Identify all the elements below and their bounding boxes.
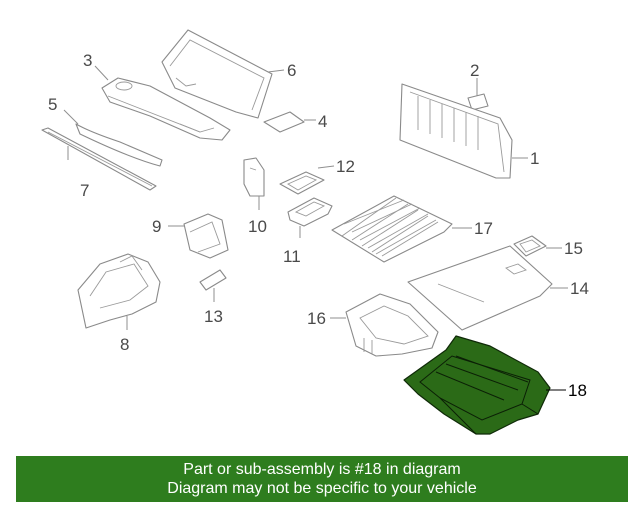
callout-5: 5: [48, 95, 57, 114]
part-13-plate[interactable]: [199, 269, 227, 291]
callout-9: 9: [152, 217, 161, 236]
part-1-trim-panel[interactable]: [399, 83, 513, 179]
part-17-cargo-net[interactable]: [331, 195, 453, 263]
part-2-clip[interactable]: [467, 93, 489, 111]
callout-16: 16: [307, 309, 326, 328]
callout-12: 12: [336, 157, 355, 176]
info-banner: Part or sub-assembly is #18 in diagram D…: [16, 456, 628, 502]
callout-3: 3: [83, 51, 92, 70]
callout-14: 14: [570, 279, 589, 298]
callout-18: 18: [568, 381, 587, 400]
part-12-cover-plate[interactable]: [279, 171, 325, 195]
part-11-storage-cup[interactable]: [287, 197, 333, 227]
callout-17: 17: [474, 219, 493, 238]
callout-13: 13: [204, 307, 223, 326]
part-10-bracket[interactable]: [243, 157, 265, 197]
part-8-side-trim[interactable]: [77, 253, 161, 329]
callout-8: 8: [120, 335, 129, 354]
part-7-seal-strip[interactable]: [41, 127, 157, 191]
part-14-floor-panel[interactable]: [407, 245, 553, 331]
callout-4: 4: [318, 112, 327, 131]
callout-11: 11: [283, 247, 301, 266]
part-3-package-tray[interactable]: [101, 77, 231, 141]
callout-2: 2: [470, 61, 479, 80]
callout-15: 15: [564, 239, 583, 258]
part-4-pad[interactable]: [263, 111, 305, 133]
banner-line-1: Part or sub-assembly is #18 in diagram: [183, 461, 461, 478]
part-5-trim-strip[interactable]: [75, 123, 163, 167]
banner-line-2: Diagram may not be specific to your vehi…: [167, 480, 477, 497]
part-9-side-box[interactable]: [183, 213, 229, 259]
callout-1: 1: [530, 149, 539, 168]
callout-6: 6: [287, 61, 296, 80]
part-6-shelf-panel[interactable]: [161, 29, 273, 119]
part-16-storage-tub[interactable]: [345, 293, 439, 357]
callout-7: 7: [80, 181, 89, 200]
part-18-cargo-tray-highlighted[interactable]: [403, 335, 551, 435]
callout-10: 10: [248, 217, 267, 236]
part-15-small-cover[interactable]: [513, 235, 547, 257]
